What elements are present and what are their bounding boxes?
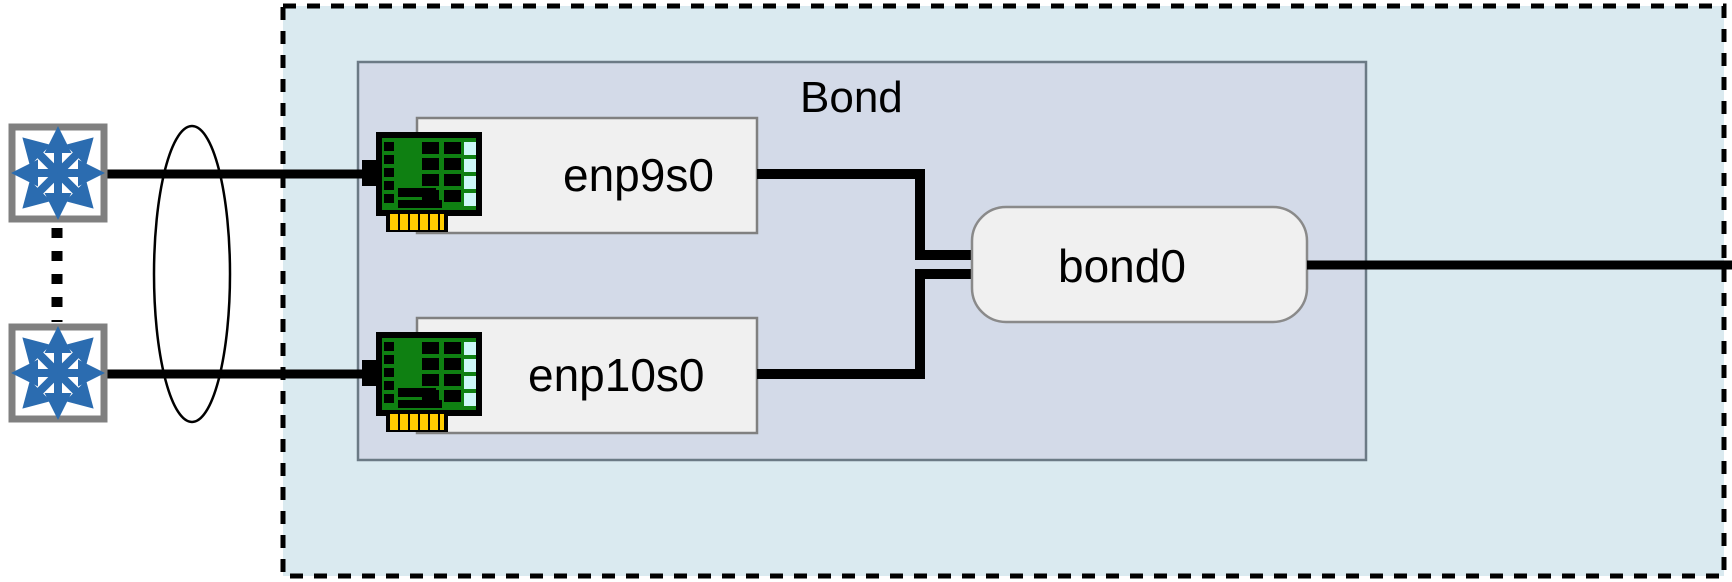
switch-bottom[interactable] — [12, 327, 104, 419]
bond0-label: bond0 — [1058, 240, 1186, 292]
bond-group-label: Bond — [800, 73, 903, 122]
switch-top[interactable] — [12, 127, 104, 219]
link-enp9s0-to-bond0 — [757, 169, 972, 260]
link-enp10s0-to-bond0 — [757, 269, 972, 379]
link-bundle-ellipse — [152, 124, 232, 424]
interface-label-enp9s0: enp9s0 — [563, 149, 714, 201]
interface-label-enp10s0: enp10s0 — [528, 349, 705, 401]
